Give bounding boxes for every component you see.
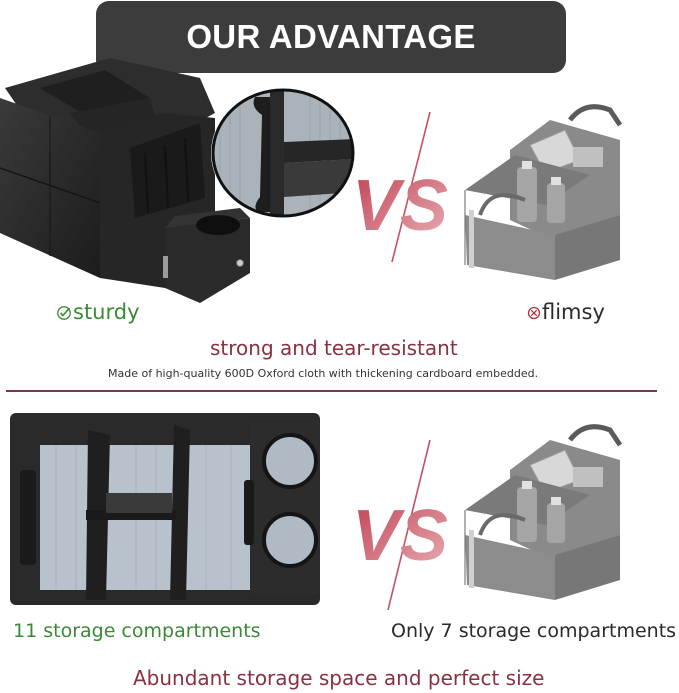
x-circle-icon [527,306,541,320]
flimsy-organizer-image [455,95,640,285]
section-2-headline: Abundant storage space and perfect size [133,666,545,690]
compartments-7-label: Only 7 storage compartments [391,620,677,642]
flimsy-label: flimsy [527,300,605,324]
vs-graphic: VS [350,112,450,262]
vs-graphic-2: VS [350,440,450,610]
compartments-11-label: 11 storage compartments [13,620,261,642]
sturdy-label: sturdy [56,300,140,324]
inset-detail-circle [210,87,356,219]
flimsy-text: flimsy [542,300,605,324]
seven-compartment-organizer-image [455,415,640,605]
section-divider [6,390,657,392]
header-title: OUR ADVANTAGE [186,18,476,55]
sturdy-text: sturdy [73,300,140,324]
section-1-caption: Made of high-quality 600D Oxford cloth w… [108,367,539,380]
svg-text:VS: VS [352,166,448,246]
header-banner: OUR ADVANTAGE [96,1,566,73]
section-1-headline: strong and tear-resistant [210,336,458,360]
sturdy-organizer-image [0,58,250,303]
svg-text:VS: VS [352,496,448,576]
compartments-organizer-image [6,405,326,610]
check-circle-icon [57,306,71,320]
